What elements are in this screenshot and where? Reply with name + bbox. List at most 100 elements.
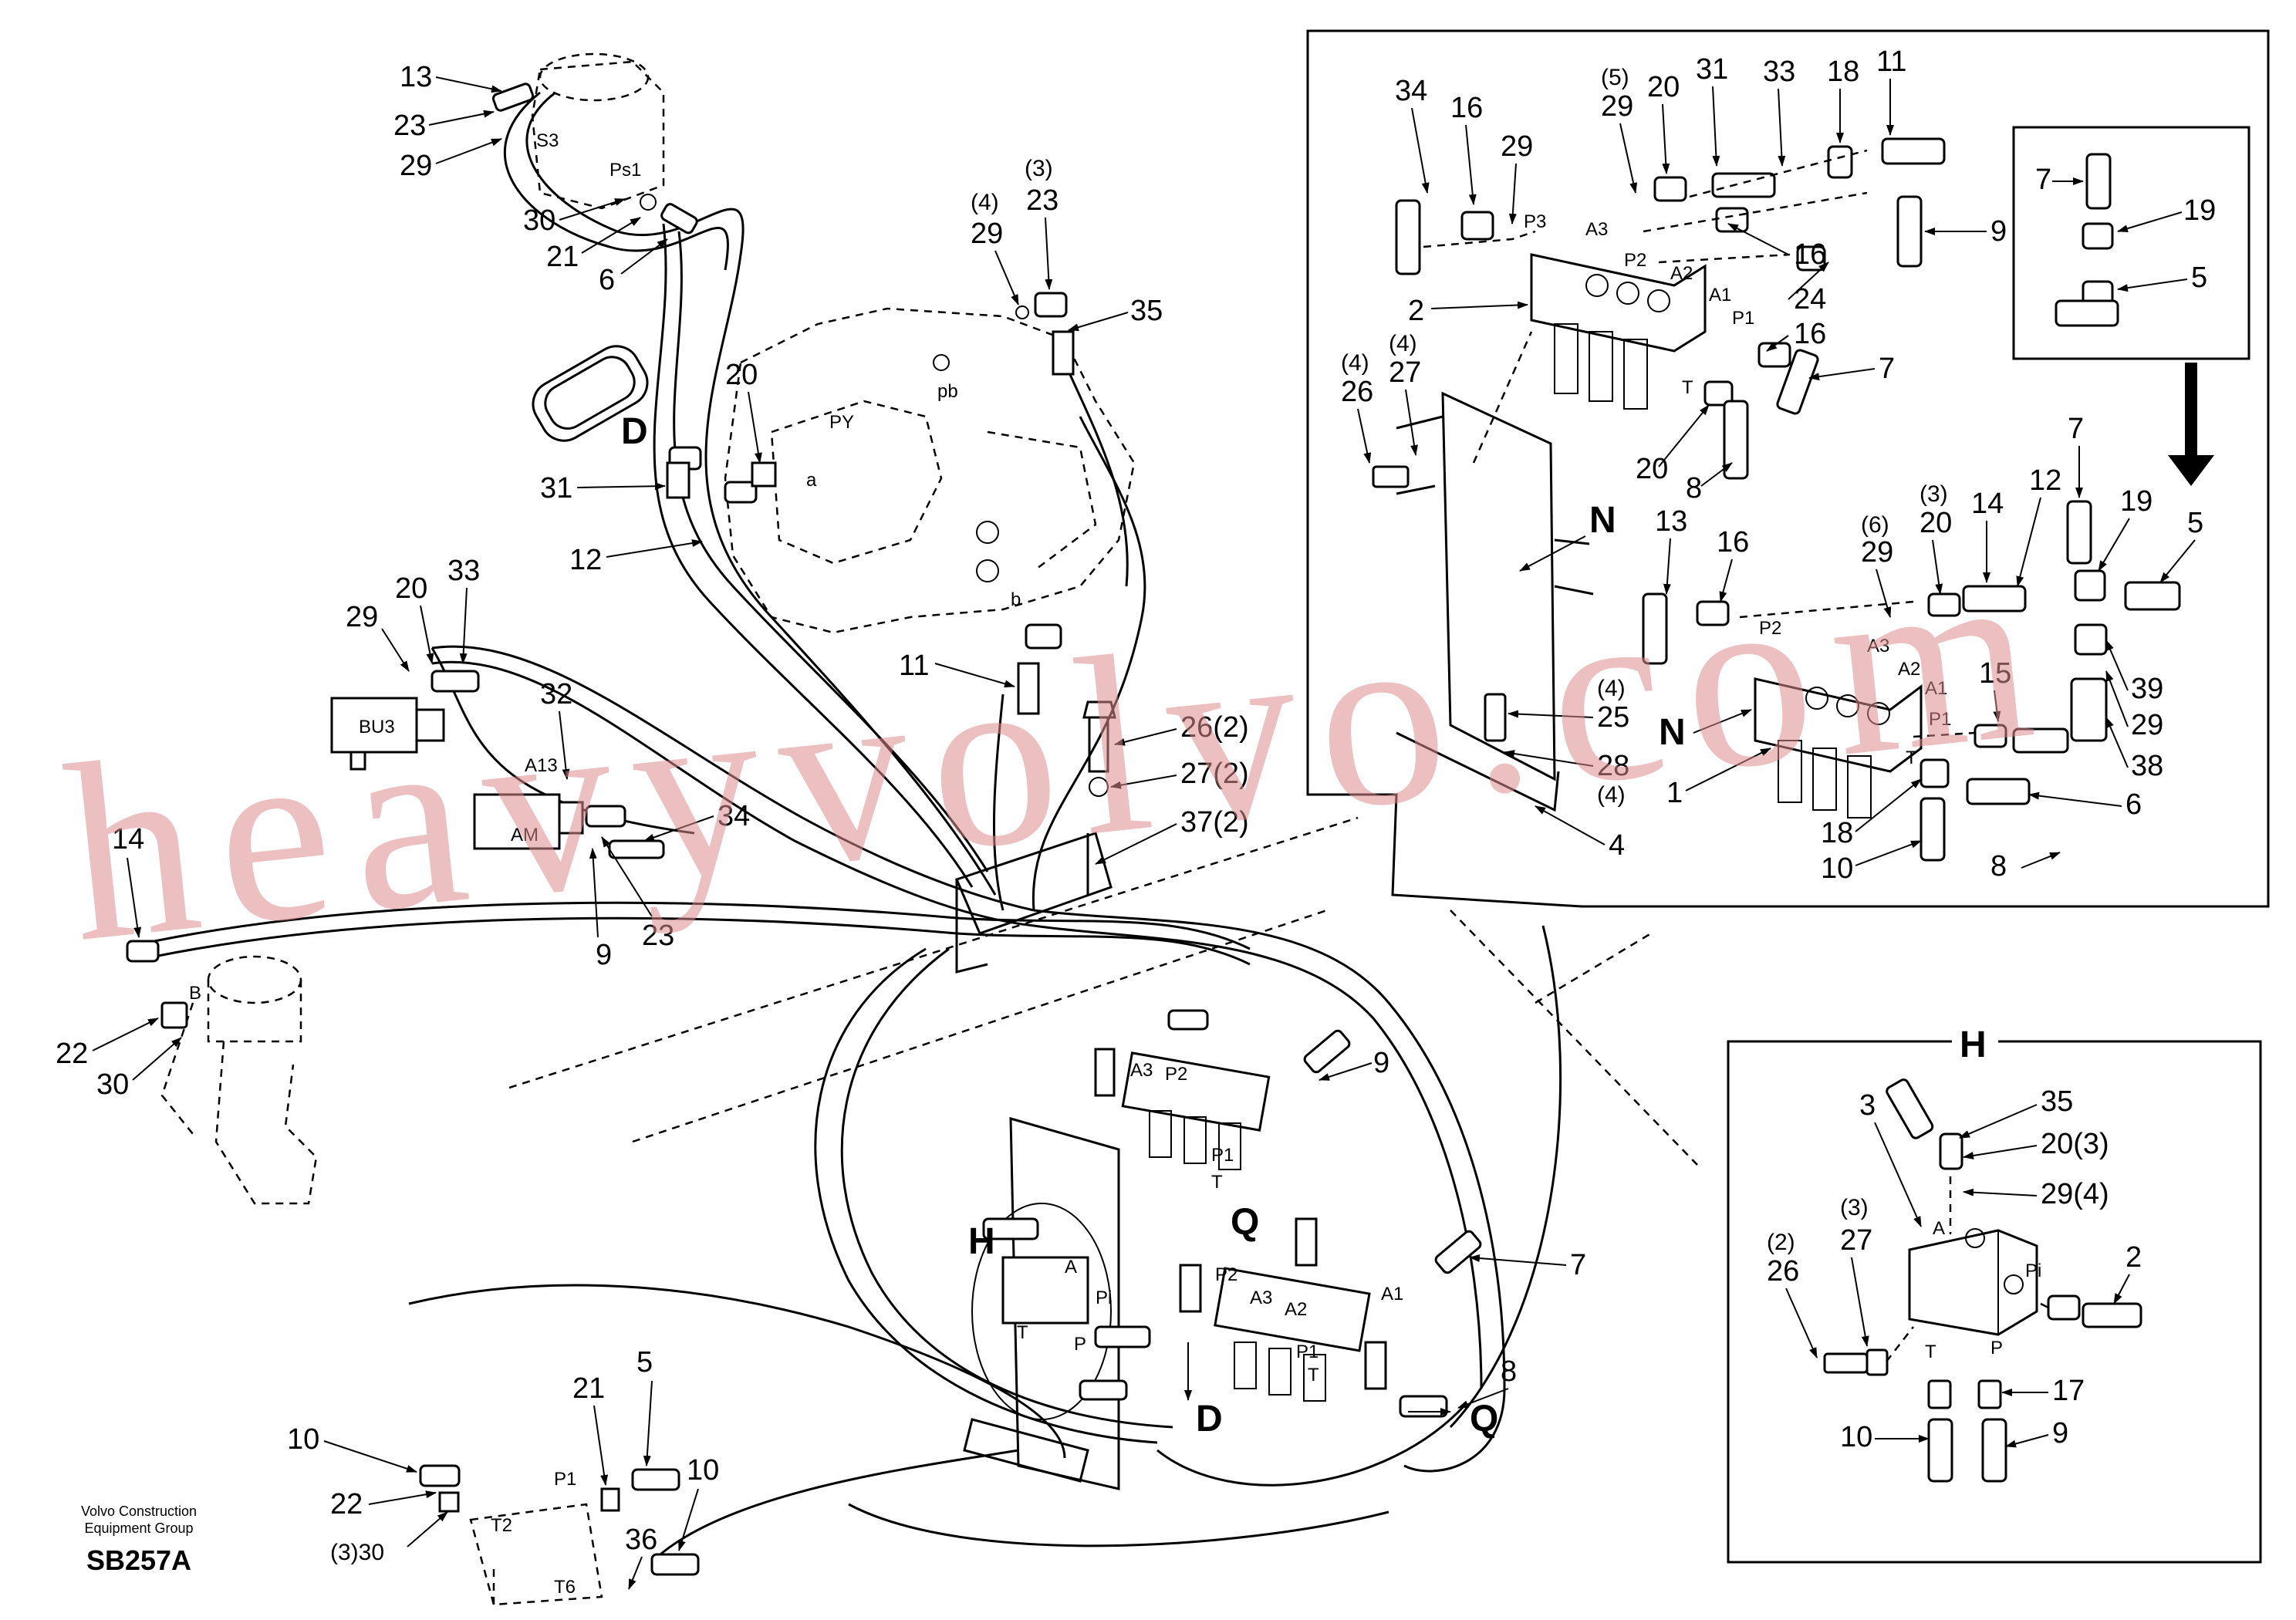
callout-36: 36 (625, 1524, 657, 1556)
n-port-p3: P3 (1524, 211, 1546, 232)
h-callout-26: 26 (1767, 1255, 1799, 1288)
callout-35: 35 (1130, 295, 1163, 327)
footer-drawing-code: SB257A (86, 1544, 192, 1576)
n-callout-16c: 16 (1794, 318, 1826, 350)
n-callout-24: 24 (1794, 283, 1826, 316)
callout-30c: 30 (96, 1068, 129, 1101)
n-callout-16: 16 (1450, 92, 1483, 124)
footer-company-line2: Equipment Group (84, 1520, 194, 1536)
n-callout-11: 11 (1876, 46, 1906, 78)
callout-26: 26(2) (1180, 711, 1249, 744)
n-callout-9: 9 (1990, 215, 2007, 248)
callout-31: 31 (540, 472, 572, 505)
valve-block-assembly: A3 P2 P1 T A3 A2 A1 P2 P1 T A Pi T P (963, 1051, 1403, 1490)
port-label-pb: pb (937, 381, 958, 402)
detail-frame-h: H A Pi T P (1727, 1018, 2262, 1564)
h-port-t: T (1925, 1342, 1936, 1362)
port-label-t6: T6 (554, 1577, 576, 1598)
port-label-b-pump: b (1011, 589, 1021, 610)
n2-port-a3: A3 (1867, 636, 1889, 656)
port-label-p2-top: P2 (1165, 1064, 1187, 1085)
n-port-p2: P2 (1624, 250, 1646, 271)
port-label-p-mid: P (1074, 1334, 1086, 1355)
n-callout-4: 4 (1609, 829, 1625, 862)
n-callout-8b: 8 (1990, 850, 2007, 883)
n-port-a2: A2 (1670, 263, 1693, 284)
view-label-h-frame: H (1960, 1024, 1987, 1065)
travel-block-outline: T2 T6 (469, 1503, 603, 1606)
n-callout-29c: 29 (1861, 536, 1893, 569)
port-label-a-mid: A (1065, 1257, 1077, 1277)
valve-bu3: BU3 (330, 697, 445, 771)
hose-grommet (532, 345, 649, 442)
n-callout-7b: 7 (2068, 413, 2084, 445)
port-label-bu3: BU3 (359, 717, 395, 737)
port-label-a13: A13 (525, 755, 558, 776)
n-callout-25: 25 (1597, 701, 1629, 734)
n-callout-29-qty: (5) (1601, 65, 1629, 90)
n-callout-27-qty: (4) (1389, 331, 1417, 356)
n-callout-29b: 29 (1601, 90, 1633, 123)
hose-bundle (154, 91, 1562, 1560)
n-callout-19: 19 (2120, 485, 2152, 518)
n-callout-8: 8 (1686, 472, 1702, 505)
view-markers-main: D Q H D Q (621, 411, 1498, 1439)
d-callout-7: 7 (2035, 164, 2051, 196)
port-label-p2-low: P2 (1215, 1264, 1237, 1285)
h-callout-2: 2 (2125, 1241, 2142, 1274)
callout-22: 22 (56, 1038, 88, 1070)
n-callout-31: 31 (1696, 53, 1728, 86)
callout-14: 14 (112, 823, 144, 856)
n-callout-34: 34 (1395, 75, 1427, 107)
n2-port-a1: A1 (1925, 678, 1947, 699)
port-label-b: B (189, 983, 201, 1004)
h-port-p: P (1990, 1338, 2003, 1358)
n-callout-29: 29 (1501, 130, 1533, 163)
view-label-n-lower: N (1659, 712, 1686, 753)
callout-11: 11 (899, 650, 929, 682)
d-callout-5: 5 (2191, 262, 2207, 294)
n-callout-26-qty: (4) (1341, 350, 1369, 376)
n-callout-16b: 16 (1794, 238, 1826, 271)
n-port-a1: A1 (1709, 285, 1731, 305)
h-port-a: A (1933, 1218, 1945, 1239)
valve-am: AM A13 (473, 755, 584, 850)
callout-21d: 21 (572, 1372, 605, 1405)
n-callout-29b-qty: (6) (1861, 512, 1889, 538)
n2-port-t: T (1906, 748, 1917, 768)
callout-23b: 23 (1026, 184, 1059, 217)
n-callout-7: 7 (1879, 353, 1895, 385)
callout-5d: 5 (636, 1346, 653, 1379)
n-callout-14: 14 (1971, 488, 2004, 520)
n-callout-25-qty: (4) (1597, 676, 1626, 701)
callout-23: 23 (393, 110, 426, 142)
n-callout-28-qty: (4) (1597, 782, 1626, 808)
callout-22d: 22 (330, 1488, 363, 1520)
n-callout-18: 18 (1827, 56, 1859, 88)
port-label-p1-low: P1 (1296, 1342, 1319, 1362)
callout-30d: (3)30 (330, 1540, 384, 1565)
h-callout-26-qty: (2) (1767, 1230, 1795, 1255)
n-callout-6: 6 (2125, 788, 2142, 821)
callouts-frame-n: 34 16 29 (5) 29 20 31 33 18 11 9 16 24 2… (1341, 46, 2216, 885)
h-callout-27: 27 (1840, 1224, 1872, 1257)
h-callout-29: 29(4) (2041, 1178, 2109, 1210)
callout-13: 13 (400, 61, 432, 93)
n-callout-10: 10 (1821, 852, 1853, 885)
n-callout-16d: 16 (1717, 526, 1749, 559)
port-label-p1-top: P1 (1211, 1145, 1234, 1166)
callout-29: 29 (400, 150, 432, 182)
n-callout-18b: 18 (1821, 817, 1853, 849)
callout-23b-qty: (3) (1025, 156, 1053, 181)
n-callout-13: 13 (1655, 505, 1687, 538)
callout-30: 30 (523, 204, 555, 237)
port-label-t2: T2 (491, 1515, 512, 1536)
footer-credit: Volvo Construction Equipment Group SB257… (46, 1503, 231, 1577)
n2-port-p2: P2 (1759, 618, 1781, 639)
h-callout-10: 10 (1840, 1421, 1872, 1453)
pilot-accumulator-s3: S3 Ps1 (531, 52, 665, 210)
callouts-main: 13 23 29 30 21 6 (4) 29 (3) 23 35 20 31 … (56, 61, 1586, 1590)
port-label-p1-travel: P1 (554, 1469, 576, 1490)
n-callout-1: 1 (1666, 777, 1683, 809)
